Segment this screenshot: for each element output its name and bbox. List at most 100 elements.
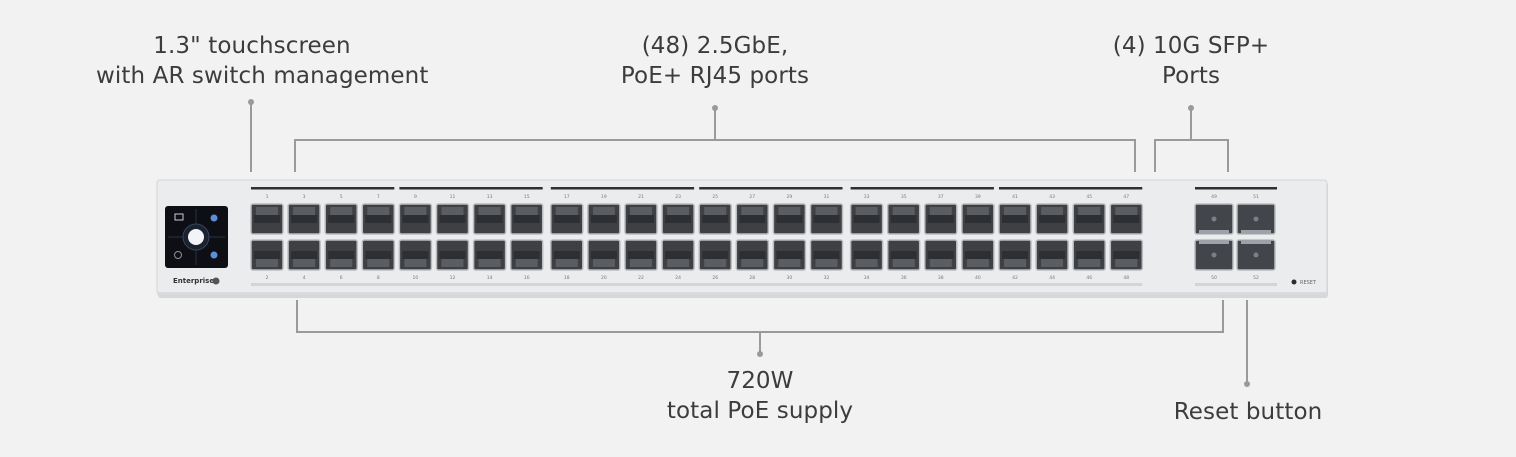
rj45-port-39[interactable] <box>961 203 995 235</box>
rj45-port-20[interactable] <box>587 239 621 271</box>
rj45-port-24[interactable] <box>661 239 695 271</box>
rj45-port-clip <box>367 207 390 215</box>
rj45-leader-dot <box>712 105 718 111</box>
sfp-port-52[interactable] <box>1236 239 1276 271</box>
rj45-port-22[interactable] <box>624 239 658 271</box>
rj45-port-23[interactable] <box>661 203 695 235</box>
rj45-port-26[interactable] <box>698 239 732 271</box>
rj45-port-34[interactable] <box>849 239 884 271</box>
sfp-port-led <box>1211 216 1217 222</box>
rj45-port-47[interactable] <box>1109 203 1144 235</box>
port-section-bar <box>699 187 843 190</box>
brand-label: Enterprise <box>173 277 214 285</box>
rj45-port-label-37: 37 <box>938 194 944 200</box>
rj45-port-33[interactable] <box>849 203 884 235</box>
port-section-bar <box>850 187 994 190</box>
rj45-port-clip <box>478 259 501 267</box>
rj45-port-6[interactable] <box>324 239 358 271</box>
rj45-port-32[interactable] <box>809 239 844 271</box>
rj45-port-17[interactable] <box>550 203 584 235</box>
rj45-port-contacts <box>439 251 466 259</box>
rj45-port-contacts <box>739 251 766 259</box>
rj45-port-5[interactable] <box>324 203 358 235</box>
screen-icon-br <box>210 251 218 259</box>
rj45-port-clip <box>330 207 353 215</box>
rj45-port-label-3: 3 <box>303 194 306 200</box>
rj45-port-contacts <box>439 215 466 223</box>
rj45-port-contacts <box>1039 215 1066 223</box>
rj45-port-37[interactable] <box>924 203 958 235</box>
rj45-port-clip <box>667 207 690 215</box>
rj45-port-38[interactable] <box>924 239 958 271</box>
rj45-port-9[interactable] <box>398 203 433 235</box>
rj45-port-48[interactable] <box>1109 239 1144 271</box>
rj45-port-46[interactable] <box>1072 239 1106 271</box>
reset-button[interactable] <box>1291 279 1297 285</box>
sfp-port-51[interactable] <box>1236 203 1276 235</box>
rj45-port-28[interactable] <box>735 239 770 271</box>
rj45-port-30[interactable] <box>772 239 807 271</box>
callout-lines <box>248 99 1250 387</box>
rj45-port-clip <box>1115 207 1138 215</box>
rj45-port-clip <box>441 259 464 267</box>
callout-sfp: (4) 10G SFP+ Ports <box>1100 31 1282 91</box>
rj45-port-clip <box>741 259 764 267</box>
rj45-port-label-48: 48 <box>1123 275 1129 281</box>
sfp-bracket <box>1154 139 1229 172</box>
rj45-port-12[interactable] <box>435 239 470 271</box>
rj45-port-label-15: 15 <box>524 194 530 200</box>
rj45-port-35[interactable] <box>886 203 921 235</box>
rj45-port-clip <box>778 259 801 267</box>
rj45-port-label-18: 18 <box>564 275 570 281</box>
rj45-port-15[interactable] <box>509 203 544 235</box>
rj45-port-42[interactable] <box>998 239 1032 271</box>
screen-icon-tl <box>174 213 184 221</box>
rj45-port-41[interactable] <box>998 203 1032 235</box>
rj45-port-13[interactable] <box>472 203 507 235</box>
rj45-port-18[interactable] <box>550 239 584 271</box>
rj45-port-2[interactable] <box>250 239 284 271</box>
rj45-port-7[interactable] <box>361 203 396 235</box>
rj45-port-clip <box>929 207 952 215</box>
rj45-port-10[interactable] <box>398 239 433 271</box>
rj45-port-8[interactable] <box>361 239 396 271</box>
rj45-port-3[interactable] <box>287 203 321 235</box>
reset-label: RESET <box>1300 280 1317 286</box>
rj45-port-36[interactable] <box>886 239 921 271</box>
rj45-port-16[interactable] <box>509 239 544 271</box>
rj45-port-4[interactable] <box>287 239 321 271</box>
rj45-bracket <box>294 139 1136 172</box>
rj45-port-45[interactable] <box>1072 203 1106 235</box>
rj45-port-contacts <box>553 251 580 259</box>
rj45-port-19[interactable] <box>587 203 621 235</box>
sfp-port-led <box>1253 252 1259 258</box>
rj45-port-label-2: 2 <box>266 275 269 281</box>
rj45-port-label-29: 29 <box>787 194 793 200</box>
rj45-port-11[interactable] <box>435 203 470 235</box>
rj45-port-29[interactable] <box>772 203 807 235</box>
rj45-port-40[interactable] <box>961 239 995 271</box>
rj45-port-14[interactable] <box>472 239 507 271</box>
rj45-port-31[interactable] <box>809 203 844 235</box>
rj45-port-label-5: 5 <box>340 194 343 200</box>
rj45-port-43[interactable] <box>1035 203 1069 235</box>
rj45-port-clip <box>1004 259 1026 267</box>
rj45-port-21[interactable] <box>624 203 658 235</box>
rj45-port-label-14: 14 <box>487 275 493 281</box>
sfp-port-49[interactable] <box>1194 203 1234 235</box>
callout-reset-line1: Reset button <box>1173 399 1323 425</box>
poe-leader-dot <box>757 351 763 357</box>
rj45-port-27[interactable] <box>735 203 770 235</box>
callout-poe-line2: total PoE supply <box>666 398 854 424</box>
rj45-port-1[interactable] <box>250 203 284 235</box>
sfp-port-50[interactable] <box>1194 239 1234 271</box>
rj45-port-contacts <box>328 251 355 259</box>
rj45-port-44[interactable] <box>1035 239 1069 271</box>
sfp-port-label-51: 51 <box>1253 194 1259 200</box>
rj45-port-clip <box>778 207 801 215</box>
port-section-bar <box>251 187 395 190</box>
touchscreen[interactable] <box>165 206 228 268</box>
rj45-port-25[interactable] <box>698 203 732 235</box>
rj45-port-contacts <box>927 215 954 223</box>
rj45-port-label-26: 26 <box>712 275 718 281</box>
